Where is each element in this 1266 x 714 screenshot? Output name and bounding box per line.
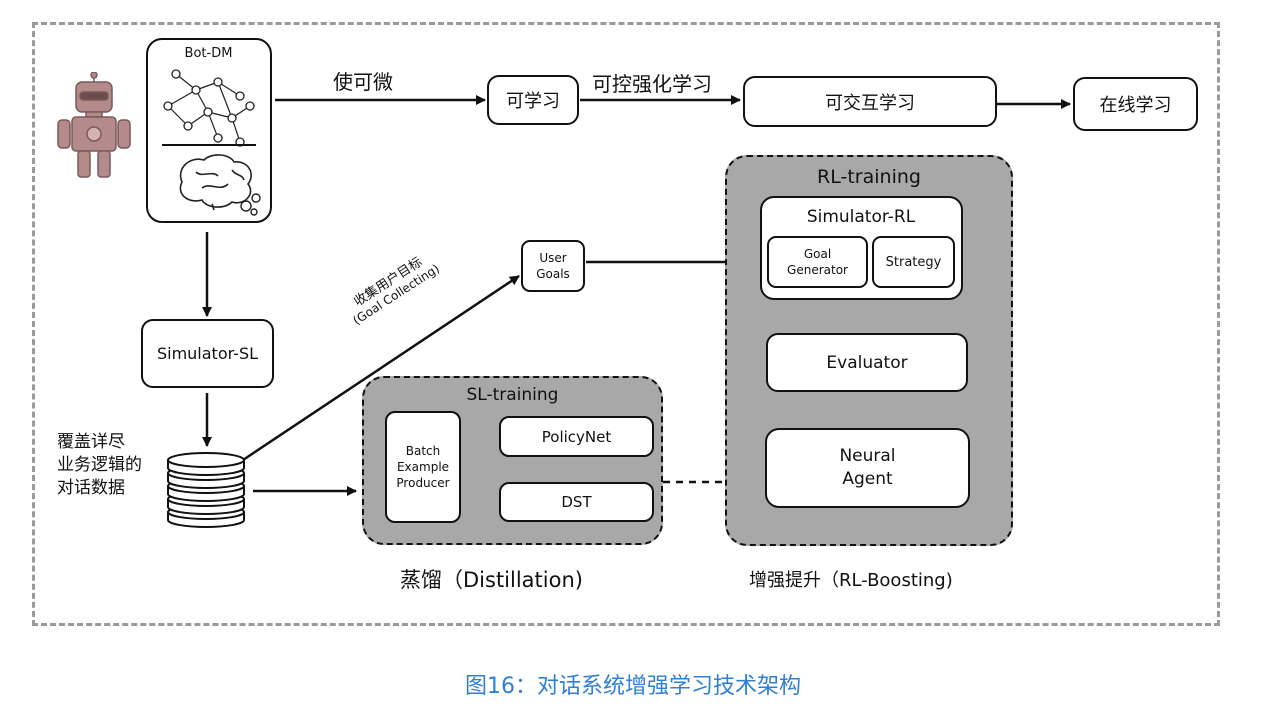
neural-agent-box: Neural Agent: [765, 428, 970, 508]
learnable-label: 可学习: [506, 91, 560, 112]
online-learning-label: 在线学习: [1099, 95, 1172, 116]
rl-boosting-caption: 增强提升（RL-Boosting): [749, 570, 953, 591]
learnable-box: 可学习: [487, 75, 579, 125]
distillation-caption: 蒸馏（Distillation): [400, 568, 583, 592]
policynet-box: PolicyNet: [499, 416, 654, 457]
batch-example-producer-box: Batch Example Producer: [385, 411, 461, 523]
strategy-label: Strategy: [885, 254, 942, 270]
simulator-sl-box: Simulator-SL: [141, 319, 274, 388]
arrow-data-user-goals: [242, 274, 520, 462]
goal-generator-box: Goal Generator: [767, 236, 868, 288]
interactive-learning-label: 可交互学习: [825, 92, 915, 114]
dst-box: DST: [499, 482, 654, 522]
simulator-rl-label: Simulator-RL: [806, 207, 916, 227]
bot-dm-label: Bot-DM: [184, 46, 233, 61]
diagram-frame: [32, 22, 1220, 626]
neural-network-icon: [163, 69, 255, 147]
data-description: 覆盖详尽 业务逻辑的 对话数据: [57, 432, 142, 498]
policynet-label: PolicyNet: [541, 427, 612, 446]
user-goals-label: User Goals: [536, 250, 570, 281]
evaluator-box: Evaluator: [766, 333, 968, 392]
strategy-box: Strategy: [872, 236, 955, 288]
figure-caption: 图16：对话系统增强学习技术架构: [465, 674, 801, 699]
batch-example-producer-label: Batch Example Producer: [396, 443, 450, 491]
brain-icon: [179, 154, 261, 216]
sl-training-title: SL-training: [466, 385, 559, 405]
dst-label: DST: [561, 493, 592, 511]
rl-training-title: RL-training: [817, 166, 921, 188]
user-goals-box: User Goals: [521, 240, 585, 292]
database-icon: [167, 452, 245, 528]
make-differentiable-label: 使可微: [333, 70, 393, 94]
interactive-learning-box: 可交互学习: [743, 76, 997, 127]
bot-dm-divider: [162, 144, 256, 146]
simulator-sl-label: Simulator-SL: [156, 344, 259, 363]
neural-agent-label: Neural Agent: [839, 446, 896, 489]
evaluator-label: Evaluator: [826, 352, 908, 373]
online-learning-box: 在线学习: [1073, 77, 1198, 131]
robot-icon: [57, 72, 131, 178]
goal-generator-label: Goal Generator: [787, 246, 848, 277]
bot-dm-box: Bot-DM: [146, 38, 272, 223]
controllable-rl-label: 可控强化学习: [592, 72, 712, 96]
